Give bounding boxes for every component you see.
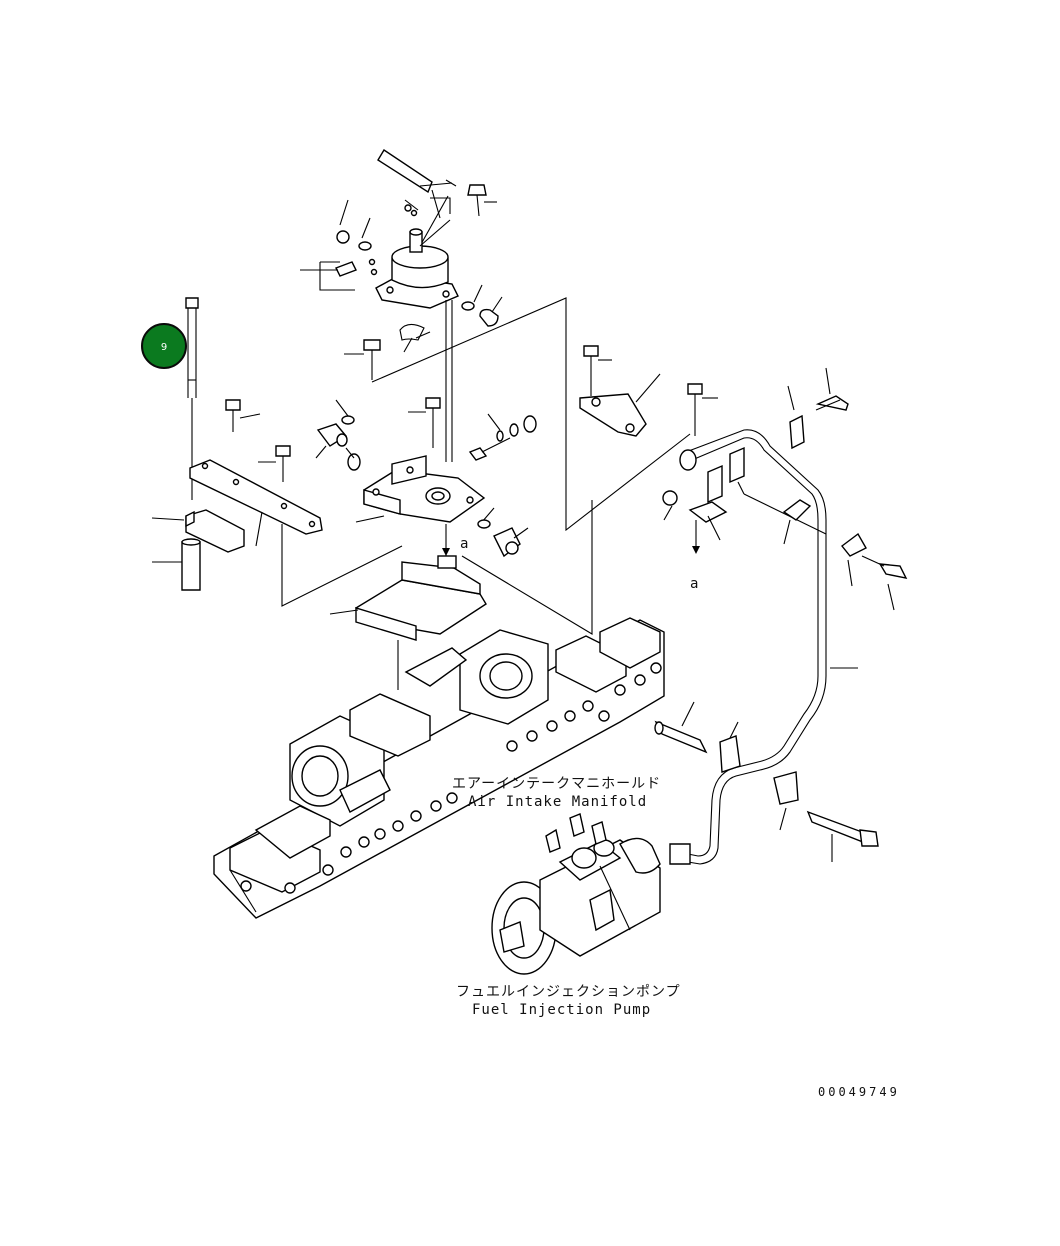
manifold-label-jp: エアーインテークマニホールド bbox=[452, 776, 661, 792]
fuel-injection-pump bbox=[491, 813, 661, 975]
spacer-block bbox=[329, 524, 487, 641]
long-stud bbox=[185, 297, 199, 500]
pins-and-washers bbox=[335, 300, 453, 471]
pipe-assembly bbox=[669, 429, 858, 865]
pump-label-jp: フュエルインジェクションポンプ bbox=[456, 984, 681, 1000]
pump-label-en: Fuel Injection Pump bbox=[472, 1002, 651, 1018]
bolts-left bbox=[225, 339, 441, 482]
manifold-bolt-holes bbox=[240, 662, 662, 894]
valve-block bbox=[315, 413, 537, 558]
air-intake-manifold bbox=[213, 617, 665, 919]
assembly-outline bbox=[281, 297, 691, 690]
drawing-number: 00049749 bbox=[818, 1085, 900, 1099]
actuator-housing bbox=[335, 184, 499, 327]
leader-lines-top bbox=[300, 197, 503, 313]
lever-assembly bbox=[377, 149, 457, 247]
bracket-plate bbox=[151, 459, 323, 591]
pipe-clamps bbox=[579, 345, 908, 862]
diagram-labels: a a エアーインテークマニホールド Air Intake Manifold フ… bbox=[452, 536, 900, 1099]
callout-circle bbox=[141, 323, 187, 369]
callout-label: 9 bbox=[161, 342, 167, 353]
view-marker-top: a bbox=[460, 536, 469, 552]
view-marker-right: a bbox=[690, 576, 699, 592]
manifold-label-en: Air Intake Manifold bbox=[468, 794, 647, 810]
part-callout-badge[interactable]: 9 bbox=[141, 323, 187, 369]
